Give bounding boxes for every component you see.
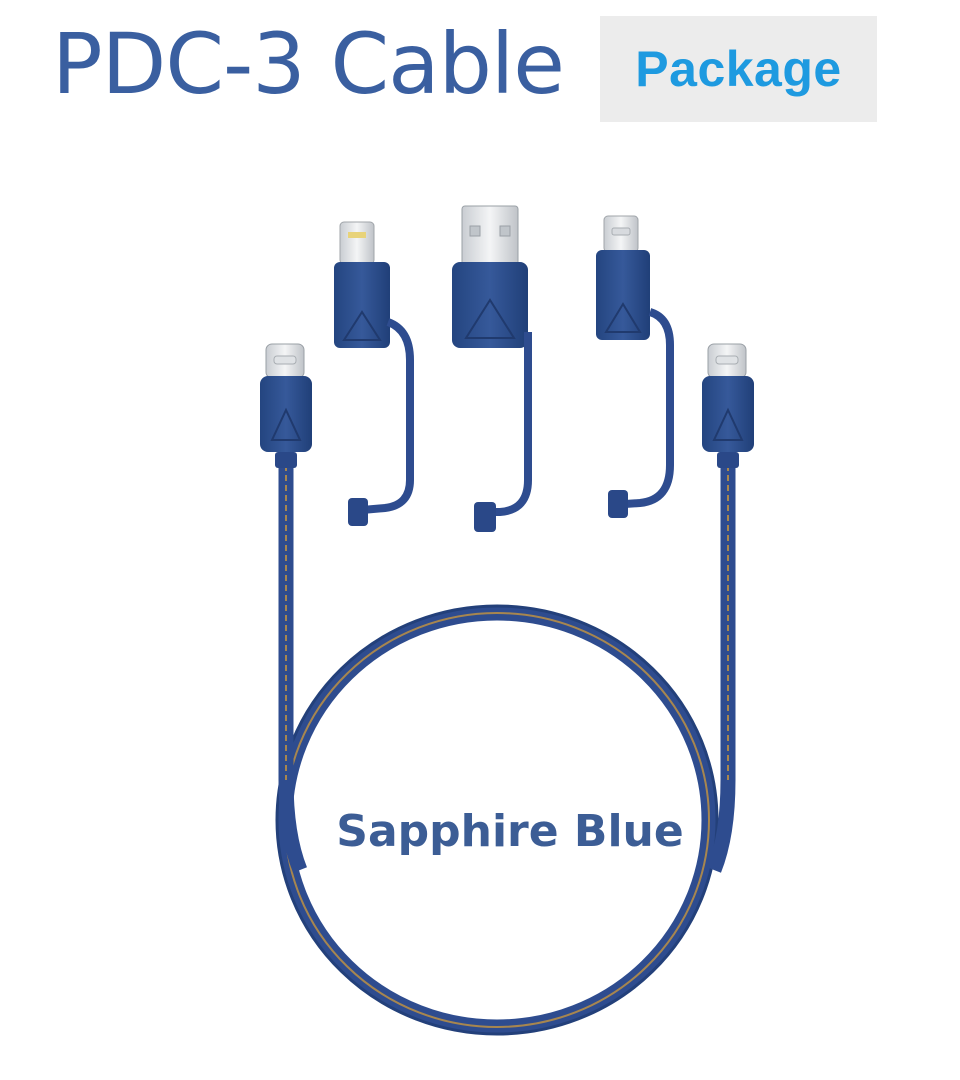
usb-a-adapter <box>452 205 532 532</box>
lightning-adapter <box>334 221 414 526</box>
usb-c-connector-left <box>260 343 312 468</box>
color-name-label: Sapphire Blue <box>336 806 684 857</box>
package-badge-label: Package <box>635 41 842 97</box>
micro-usb-adapter <box>596 215 674 518</box>
usb-c-connector-right <box>702 343 754 468</box>
coiled-cable <box>275 465 736 1036</box>
page-title: PDC-3 Cable <box>52 15 565 113</box>
package-badge: Package <box>600 16 877 122</box>
